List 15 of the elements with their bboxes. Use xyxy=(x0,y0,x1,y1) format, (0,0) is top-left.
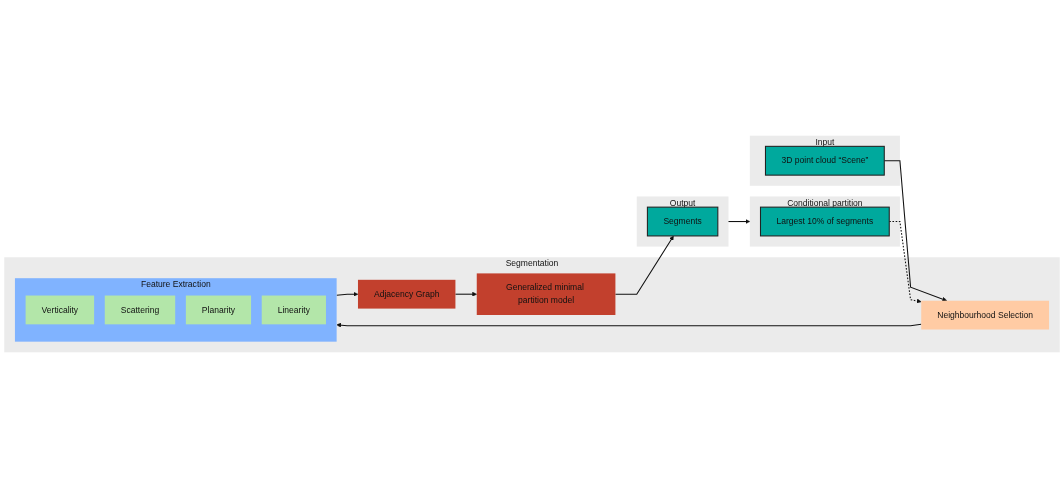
arrow xyxy=(727,219,751,224)
node-box: Linearity xyxy=(261,295,326,325)
node-box: 3D point cloud “Scene” xyxy=(764,145,885,176)
arrow xyxy=(336,291,359,297)
node-box: Adjacency Graph xyxy=(357,279,456,309)
arrow xyxy=(454,291,477,297)
node-box: Generalized minimal partition model xyxy=(476,273,616,315)
node-box: Segments xyxy=(646,206,719,237)
node-box: Planarity xyxy=(185,295,252,325)
arrow xyxy=(336,322,922,328)
node-box: Verticality xyxy=(25,295,95,325)
node-box: Largest 10% of segments xyxy=(759,206,890,237)
arrow xyxy=(614,235,674,295)
node-box: Scattering xyxy=(104,295,176,325)
node-box: Neighbourhood Selection xyxy=(921,300,1050,330)
